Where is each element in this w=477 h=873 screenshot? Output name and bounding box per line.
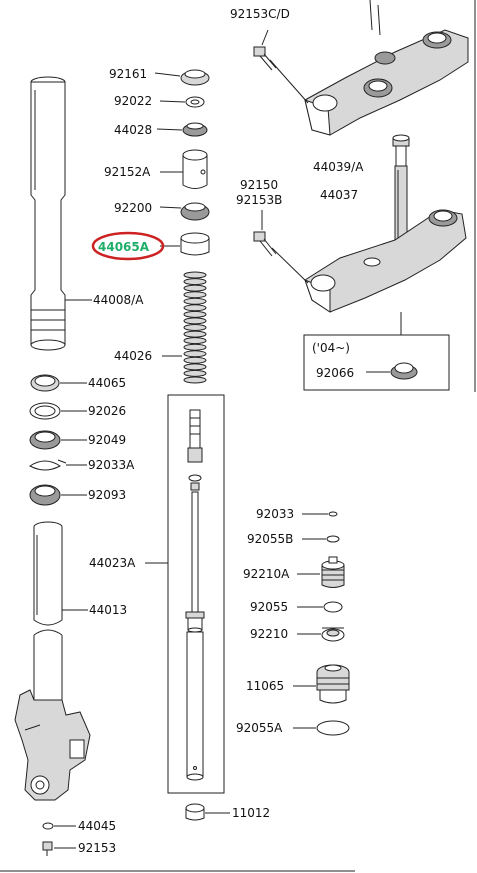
callout-92150: 92150 [240, 178, 278, 192]
highlight-ring [91, 231, 165, 261]
spacer-92152a [182, 149, 208, 189]
washer-92026 [29, 402, 61, 420]
callout-44026: 44026 [114, 349, 152, 363]
seat-92200 [180, 202, 210, 221]
collar-44028 [182, 122, 208, 137]
cap-92161 [180, 69, 210, 86]
callout-92210: 92210 [250, 627, 288, 641]
callout-44013: 44013 [89, 603, 127, 617]
clip-92033a [29, 459, 67, 471]
callout-92093: 92093 [88, 488, 126, 502]
callout-11065: 11065 [246, 679, 284, 693]
callout-92055a: 92055A [236, 721, 283, 735]
callout-92161: 92161 [109, 67, 147, 81]
washer-44045 [42, 822, 54, 830]
callout-92152a: 92152A [104, 165, 151, 179]
bolt-92150 [253, 231, 309, 284]
cartridge-box [167, 394, 225, 794]
seal-92049 [29, 430, 61, 450]
axle-bracket [14, 689, 91, 801]
bolt-92153 [42, 841, 53, 856]
steering-stem [392, 134, 410, 247]
callout-44008a: 44008/A [93, 293, 144, 307]
inner-tube-44013 [33, 521, 63, 711]
o-ring-92055b [326, 535, 340, 543]
bolt-92153cd [253, 46, 309, 104]
nut-92210 [321, 627, 345, 642]
callout-44039a: 44039/A [313, 160, 364, 174]
damper-rod-44023a [185, 409, 205, 781]
callout-44065: 44065 [88, 376, 126, 390]
cap-bolt-11065 [316, 664, 350, 704]
callout-92049: 92049 [88, 433, 126, 447]
adjuster-92210a [321, 556, 345, 588]
callout-44045: 44045 [78, 819, 116, 833]
callout-92022: 92022 [114, 94, 152, 108]
callout-44065a-highlighted: 44065A [98, 240, 150, 254]
bushing-44065 [30, 374, 60, 392]
nut-92066 [390, 362, 418, 380]
o-ring-92055 [323, 601, 343, 613]
spring-44026 [183, 271, 207, 384]
variant-box [303, 334, 450, 391]
callout-04-note: ('04~) [312, 341, 350, 355]
callout-92026: 92026 [88, 404, 126, 418]
collar-11012 [185, 803, 205, 821]
callout-11012: 11012 [232, 806, 270, 820]
callout-92055b: 92055B [247, 532, 293, 546]
callout-92200: 92200 [114, 201, 152, 215]
clip-92033 [328, 511, 338, 517]
dust-seal-92093 [29, 484, 61, 506]
callout-92033: 92033 [256, 507, 294, 521]
callout-44028: 44028 [114, 123, 152, 137]
o-ring-92055a [316, 720, 350, 736]
callout-44023a: 44023A [89, 556, 136, 570]
washer-92022 [185, 96, 205, 108]
callout-92210a: 92210A [243, 567, 290, 581]
outer-tube-44008 [30, 76, 66, 351]
callout-44037: 44037 [320, 188, 358, 202]
lower-triple-clamp [304, 209, 467, 313]
callout-92153cd: 92153C/D [230, 7, 290, 21]
callout-92066: 92066 [316, 366, 354, 380]
upper-triple-clamp [304, 0, 469, 136]
bushing-44065a [180, 232, 210, 256]
callout-92033a: 92033A [88, 458, 135, 472]
callout-92153b: 92153B [236, 193, 282, 207]
callout-92055: 92055 [250, 600, 288, 614]
callout-92153: 92153 [78, 841, 116, 855]
